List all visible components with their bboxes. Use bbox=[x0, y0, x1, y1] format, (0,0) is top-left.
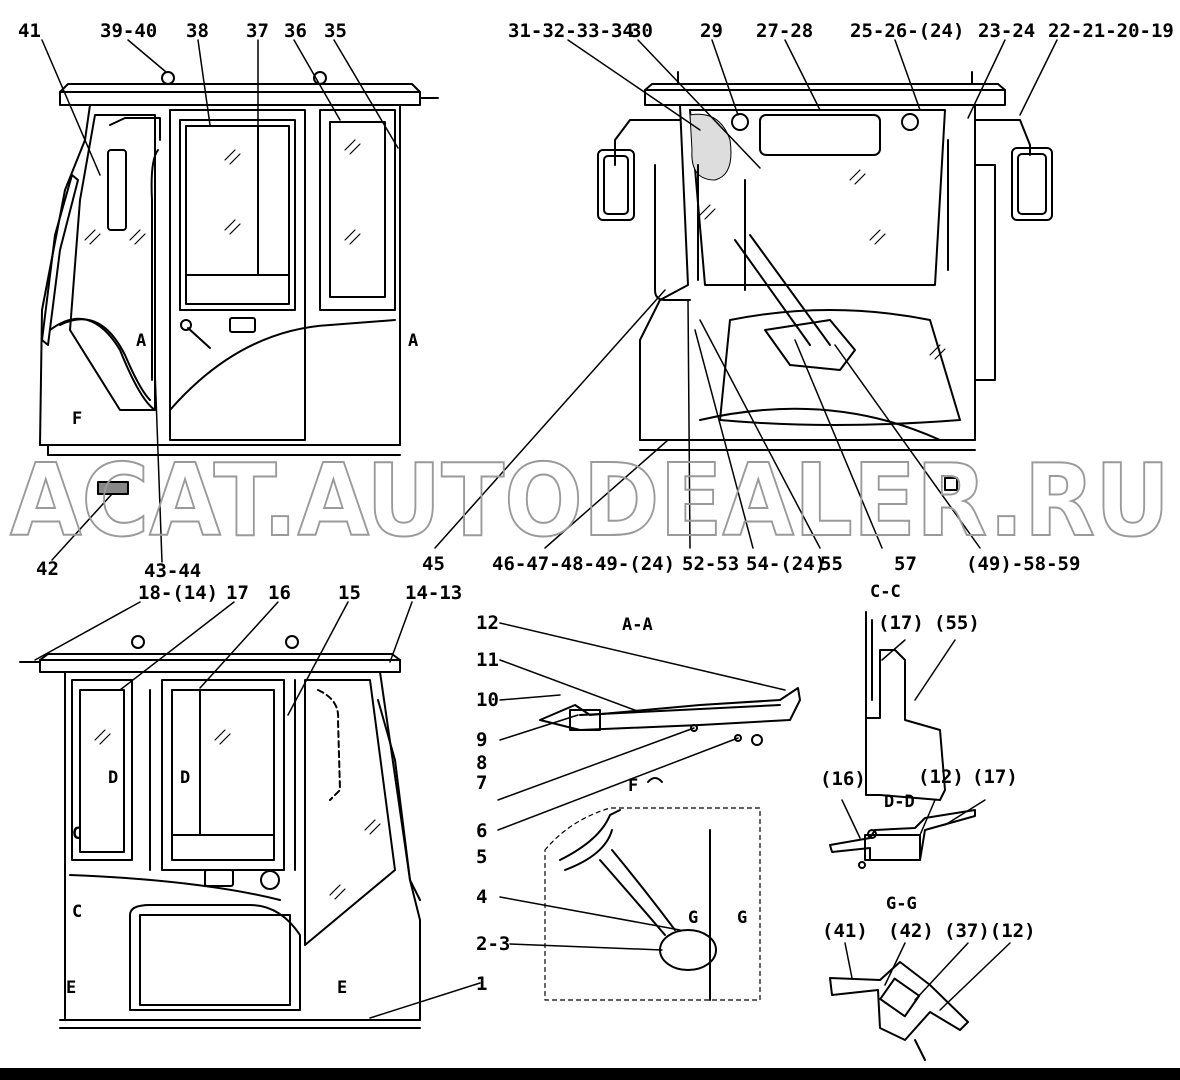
part-label-7: 7 bbox=[476, 772, 488, 794]
section-c-c bbox=[865, 611, 956, 801]
dd-label-16: (16) bbox=[820, 768, 866, 790]
cc-label-55: (55) bbox=[934, 612, 980, 634]
section-marker-c-top: C bbox=[72, 824, 83, 844]
part-label-39-40: 39-40 bbox=[100, 20, 158, 42]
section-title-a-a: A-A bbox=[622, 615, 653, 635]
part-label-55: 55 bbox=[820, 553, 843, 575]
part-label-10: 10 bbox=[476, 689, 499, 711]
part-label-29: 29 bbox=[700, 20, 723, 42]
section-marker-e-left: E bbox=[66, 978, 77, 998]
detail-title-f: F bbox=[628, 776, 639, 796]
section-marker-a-left: A bbox=[136, 331, 147, 351]
detail-f bbox=[499, 777, 761, 1001]
section-title-c-c: C-C bbox=[870, 582, 901, 602]
section-marker-d-right: D bbox=[180, 768, 191, 788]
section-marker-c-bottom: C bbox=[72, 902, 83, 922]
part-label-9: 9 bbox=[476, 729, 488, 751]
part-label-6: 6 bbox=[476, 820, 488, 842]
part-label-15: 15 bbox=[338, 582, 361, 604]
part-label-37: 37 bbox=[246, 20, 269, 42]
part-label-45: 45 bbox=[422, 553, 445, 575]
watermark-text: ACAT.AUTODEALER.RU bbox=[10, 445, 1170, 555]
section-marker-d-left: D bbox=[108, 768, 119, 788]
cab-rear-view bbox=[434, 39, 1058, 549]
part-label-36: 36 bbox=[284, 20, 307, 42]
part-label-52-53: 52-53 bbox=[682, 553, 740, 575]
section-g-g bbox=[829, 942, 1011, 1061]
part-label-42: 42 bbox=[36, 558, 59, 580]
part-label-57: 57 bbox=[894, 553, 917, 575]
part-label-27-28: 27-28 bbox=[756, 20, 814, 42]
part-label-1: 1 bbox=[476, 973, 488, 995]
cab-side-view-right bbox=[19, 601, 481, 1029]
part-label-41: 41 bbox=[18, 20, 41, 42]
part-label-31-34: 31-32-33-34 bbox=[508, 20, 634, 42]
section-a-a bbox=[497, 622, 801, 831]
part-label-49-58-59: (49)-58-59 bbox=[966, 553, 1081, 575]
gg-label-41: (41) bbox=[822, 920, 868, 942]
part-label-8: 8 bbox=[476, 752, 488, 774]
section-title-g-g: G-G bbox=[886, 894, 917, 914]
detail-marker-f: F bbox=[72, 409, 83, 429]
section-marker-e-right: E bbox=[337, 978, 348, 998]
cc-label-17: (17) bbox=[878, 612, 924, 634]
watermark: ACAT.AUTODEALER.RU bbox=[9, 445, 1171, 555]
part-label-16: 16 bbox=[268, 582, 291, 604]
part-label-46-49: 46-47-48-49-(24) bbox=[492, 553, 676, 575]
part-label-30: 30 bbox=[630, 20, 653, 42]
cab-side-view-left bbox=[39, 39, 439, 563]
section-marker-a-right: A bbox=[408, 331, 419, 351]
dd-label-12: (12) bbox=[918, 766, 964, 788]
part-label-23-24: 23-24 bbox=[978, 20, 1036, 42]
part-label-54: 54-(24) bbox=[746, 553, 827, 575]
part-label-4: 4 bbox=[476, 886, 488, 908]
section-marker-g-right: G bbox=[737, 908, 748, 928]
part-label-11: 11 bbox=[476, 649, 499, 671]
part-label-12: 12 bbox=[476, 612, 499, 634]
part-label-2-3: 2-3 bbox=[476, 933, 511, 955]
gg-label-42: (42) bbox=[888, 920, 934, 942]
part-label-17: 17 bbox=[226, 582, 249, 604]
section-title-d-d: D-D bbox=[884, 792, 915, 812]
section-marker-g-left: G bbox=[688, 908, 699, 928]
part-label-25-26: 25-26-(24) bbox=[850, 20, 965, 42]
part-label-18: 18-(14) bbox=[138, 582, 219, 604]
part-label-14-13: 14-13 bbox=[405, 582, 463, 604]
part-label-5: 5 bbox=[476, 846, 488, 868]
part-label-38: 38 bbox=[186, 20, 209, 42]
bottom-border-bar bbox=[0, 1068, 1180, 1080]
part-label-35: 35 bbox=[324, 20, 347, 42]
part-label-22-19: 22-21-20-19 bbox=[1048, 20, 1174, 42]
section-d-d bbox=[829, 799, 986, 869]
gg-label-37-12: (37)(12) bbox=[944, 920, 1036, 942]
part-label-43-44: 43-44 bbox=[144, 560, 202, 582]
dd-label-17: (17) bbox=[972, 766, 1018, 788]
